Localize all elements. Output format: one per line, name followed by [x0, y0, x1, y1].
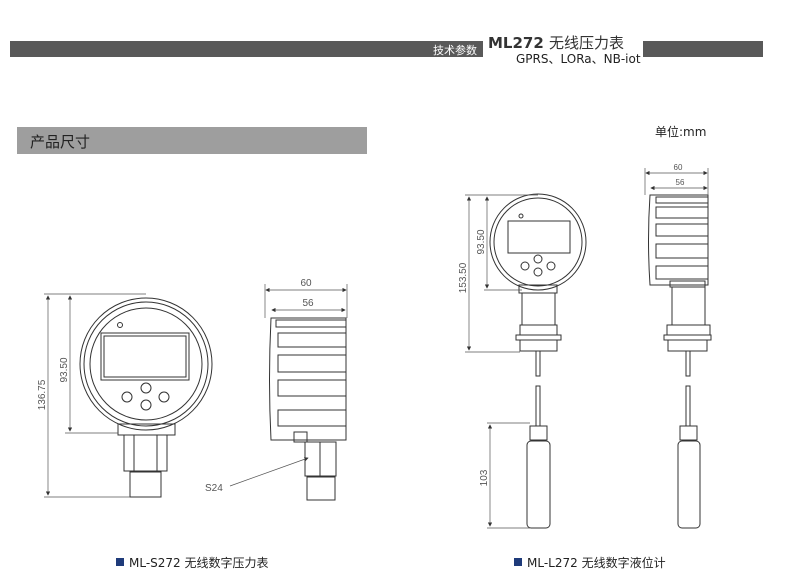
section-bar: 产品尺寸: [17, 127, 367, 154]
header-bar-left: 技术参数: [10, 41, 483, 57]
protocols: GPRS、LORa、NB-iot: [516, 52, 641, 66]
l272-side-view: 60 56: [644, 163, 712, 529]
page-title: ML272 无线压力表: [488, 32, 624, 53]
dim-s272-body-height: 93.50: [59, 357, 70, 382]
header-bar-right: [643, 41, 763, 57]
dim-l272-probe-length: 103: [479, 469, 490, 486]
dim-l272-body-height: 93.50: [476, 229, 487, 254]
l272-front-view: 153.50 93.50 103: [458, 193, 587, 529]
unit-label: 单位:mm: [655, 125, 707, 139]
model-name: ML272: [488, 34, 544, 52]
dim-l272-width-inner: 56: [676, 178, 685, 187]
dim-s272-width-inner: 56: [302, 298, 314, 309]
caption-marker: [514, 558, 522, 566]
caption-marker: [116, 558, 124, 566]
section-title: 产品尺寸: [30, 133, 91, 151]
section-tag: 技术参数: [433, 44, 477, 57]
product-name: 无线压力表: [549, 34, 625, 52]
dim-l272-total-height: 153.50: [458, 262, 469, 293]
s272-front-view: 136.75 93.50: [37, 293, 213, 498]
s272-side-view: 60 56 S24: [205, 278, 348, 501]
caption-l272: ML-L272 无线数字液位计: [527, 556, 666, 570]
dim-s272-width-outer: 60: [300, 278, 312, 289]
caption-s272: ML-S272 无线数字压力表: [129, 556, 269, 570]
dim-s272-total-height: 136.75: [37, 379, 48, 410]
dim-l272-width-outer: 60: [674, 163, 683, 172]
wrench-size-label: S24: [205, 483, 223, 494]
